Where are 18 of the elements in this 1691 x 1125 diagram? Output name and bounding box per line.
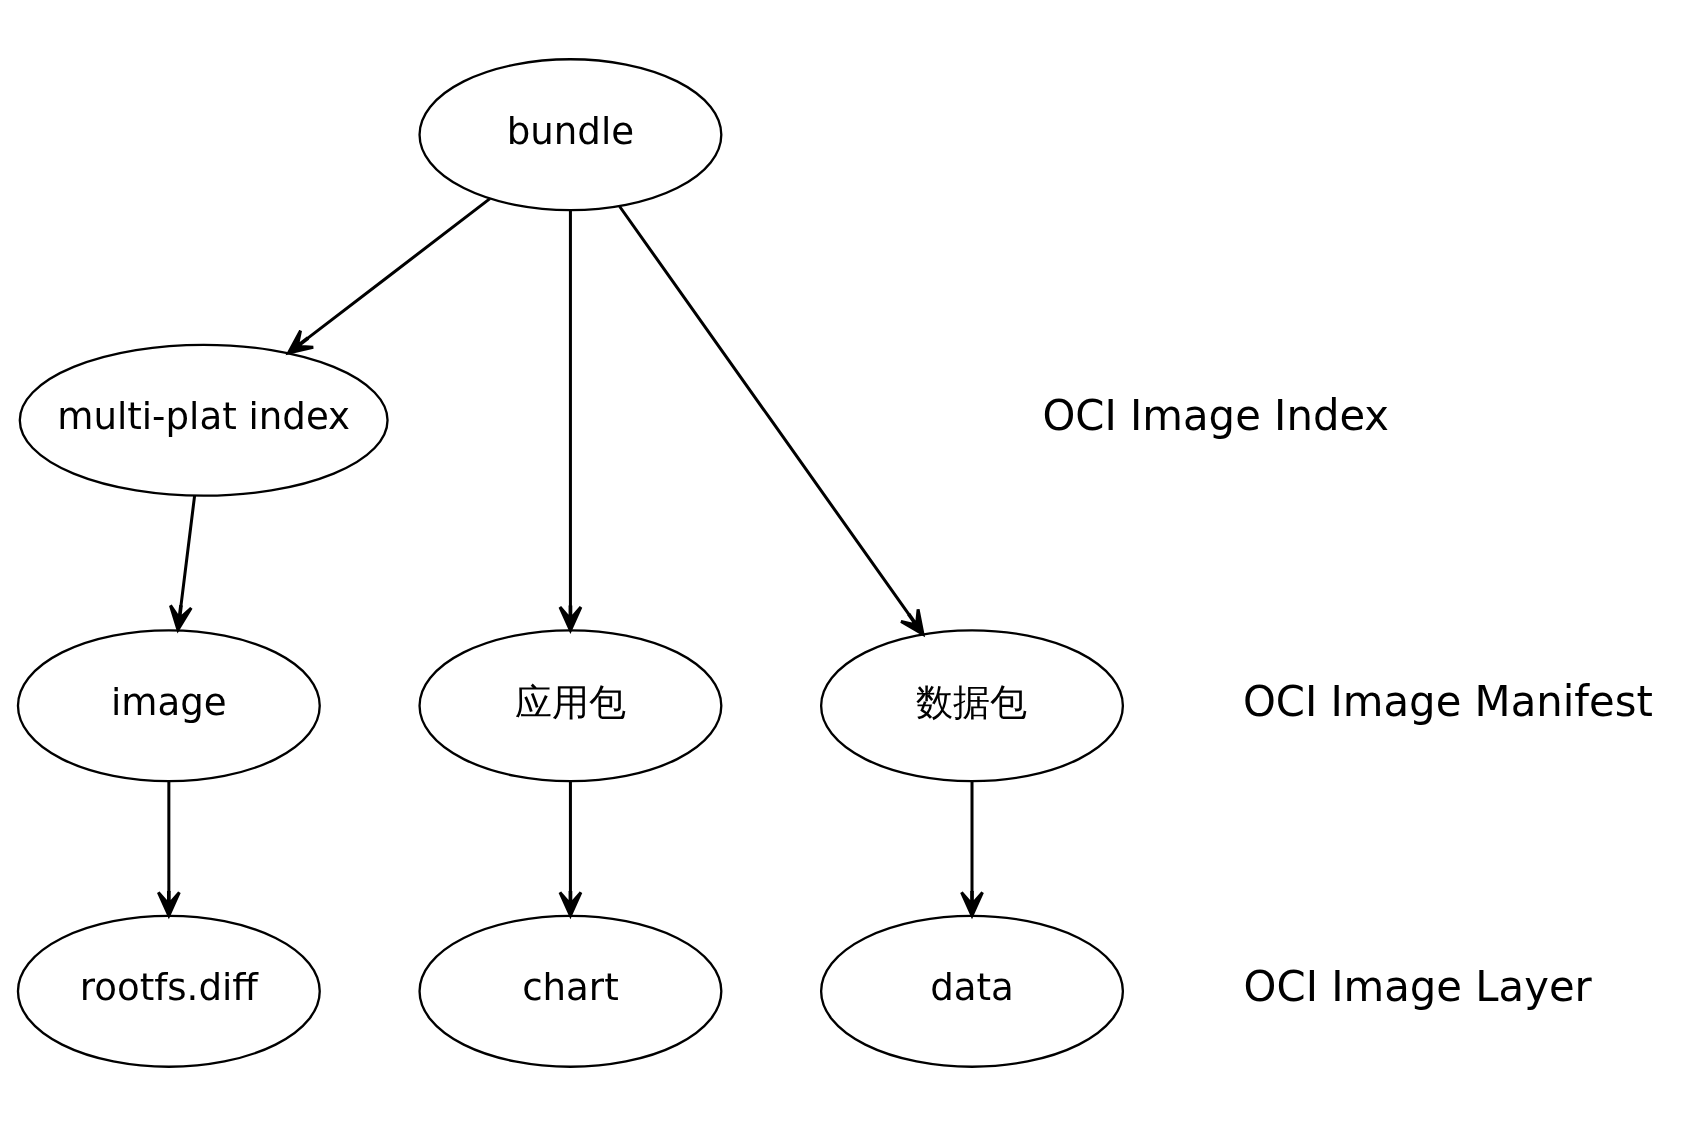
label: OCI Image Manifest bbox=[1242, 676, 1653, 726]
arrow bbox=[168, 494, 197, 631]
node-ellipse: rootfs.diff bbox=[16, 914, 321, 1068]
node-ellipse: 数据包 bbox=[819, 628, 1125, 782]
node-ellipse: data bbox=[819, 914, 1125, 1068]
arrow bbox=[618, 205, 925, 636]
node-ellipse: multi-plat index bbox=[18, 343, 389, 497]
arrow bbox=[286, 196, 491, 355]
node-ellipse: 应用包 bbox=[418, 628, 723, 782]
arrow bbox=[156, 781, 181, 917]
arrow bbox=[960, 781, 984, 917]
node-ellipse: bundle bbox=[418, 57, 723, 211]
node-ellipse: chart bbox=[418, 914, 723, 1068]
arrow bbox=[558, 210, 583, 632]
node-ellipse: image bbox=[16, 628, 321, 782]
label: OCI Image Index bbox=[1042, 390, 1390, 440]
label: OCI Image Layer bbox=[1243, 961, 1592, 1011]
arrow bbox=[558, 781, 583, 917]
